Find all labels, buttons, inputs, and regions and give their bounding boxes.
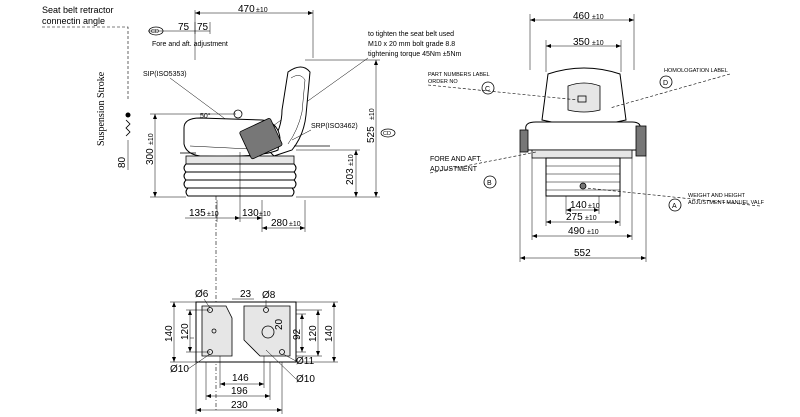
dim-280-tol: ±10 (289, 221, 301, 228)
belt-note-line1: to tighten the seat belt used (368, 31, 454, 38)
retractor-mechanism (239, 118, 283, 160)
belt-note-line2: M10 x 20 mm bolt grade 8.8 (368, 41, 455, 48)
backrest-panel (567, 82, 601, 113)
stroke-marker (125, 112, 131, 118)
dim-470: 470 (238, 4, 255, 15)
dim-140-front-tol: ±10 (588, 203, 600, 210)
dim-146: 146 (232, 373, 249, 384)
front-cushion (525, 121, 641, 151)
front-view: 460 ±10 350 ±10 PART NUMBERS LABEL ORDER… (427, 11, 765, 262)
base-slot-right (243, 305, 291, 357)
dim-130: 130 (242, 208, 259, 219)
dim-350-tol: ±10 (592, 40, 604, 47)
dim-460-tol: ±10 (592, 14, 604, 21)
dim-230: 230 (231, 400, 248, 411)
dim-phi10-right: Ø10 (296, 374, 315, 385)
marker-a: A (668, 198, 682, 212)
dim-140-right: 140 (324, 325, 335, 342)
dim-196: 196 (231, 386, 248, 397)
angle-label: 50° (200, 112, 211, 120)
srp-label: SRP(ISO3462) (311, 123, 358, 130)
marker-c: C (481, 81, 495, 95)
belt-note-line3: tightening torque 45Nm ±5Nm (368, 51, 462, 58)
dim-phi8: Ø8 (262, 290, 276, 301)
retractor-leader (42, 26, 129, 100)
fore-aft-label: Fore and aft. adjustment (152, 41, 228, 48)
fore-aft-front-2: ADJUSTMENT (430, 166, 478, 173)
part-numbers-label-2: ORDER NO (428, 79, 458, 85)
dim-92: 92 (292, 328, 303, 340)
dim-525-tol: ±10 (369, 108, 376, 120)
dim-phi11: Ø11 (296, 356, 315, 367)
cd-badge-right: CD (380, 128, 396, 138)
dim-135: 135 (189, 208, 206, 219)
side-view: Seat belt retractor connectin angle CD 7… (42, 4, 462, 232)
dim-460: 460 (573, 11, 590, 22)
dim-203: 203 (345, 168, 356, 185)
weight-height-label-1: WEIGHT AND HEIGHT (688, 193, 746, 199)
dim-470-tol: ±10 (256, 7, 268, 14)
right-armrest-block (635, 125, 647, 157)
dim-525: 525 (366, 126, 377, 143)
dim-300-tol: ±10 (148, 133, 155, 145)
dim-490: 490 (568, 226, 585, 237)
dim-490-tol: ±10 (587, 229, 599, 236)
fore-aft-front-1: FORE AND AFT. (430, 156, 482, 163)
front-top-plate (531, 149, 633, 159)
marker-d: D (659, 75, 673, 89)
svg-text:A: A (672, 203, 677, 210)
dim-203-tol: ±10 (348, 154, 355, 166)
dim-140-base: 140 (164, 325, 175, 342)
svg-text:C: C (485, 86, 490, 93)
base-slot-left (201, 305, 233, 357)
dim-phi6: Ø6 (195, 289, 209, 300)
dim-75-b: 75 (197, 22, 209, 33)
retractor-label-line1: Seat belt retractor (42, 5, 114, 15)
dim-350: 350 (573, 37, 590, 48)
dim-120-left: 120 (180, 323, 191, 340)
base-view: Ø6 23 Ø8 140 120 20 92 120 140 Ø10 Ø11 (164, 196, 338, 414)
sip-label: SIP(ISO5353) (143, 71, 187, 78)
dim-135-tol: ±10 (207, 211, 219, 218)
marker-b: B (483, 175, 497, 189)
center-hole (261, 325, 275, 339)
retractor-label-line2: connectin angle (42, 16, 105, 26)
dim-phi10-left: Ø10 (170, 364, 189, 375)
dim-552: 552 (574, 248, 591, 259)
dim-275-tol: ±10 (585, 215, 597, 222)
dim-275: 275 (566, 212, 583, 223)
svg-text:CD: CD (383, 131, 391, 137)
dim-300: 300 (145, 148, 156, 165)
dim-120-right: 120 (308, 325, 319, 342)
dim-23: 23 (240, 289, 252, 300)
dim-20: 20 (274, 318, 285, 330)
dim-130-tol: ±10 (259, 211, 271, 218)
homologation-label: HOMOLOGATION LABEL (664, 68, 728, 74)
dim-75-a: 75 (178, 22, 190, 33)
dim-140-front: 140 (570, 200, 587, 211)
svg-text:D: D (663, 80, 668, 87)
left-armrest-block (519, 129, 529, 153)
suspension-stroke-label: Suspension Stroke (96, 71, 107, 146)
part-numbers-label-1: PART NUMBERS LABEL (428, 72, 490, 78)
svg-text:CD: CD (151, 29, 159, 35)
valve-knob (579, 182, 587, 190)
svg-text:B: B (487, 180, 492, 187)
spring-icon (125, 119, 131, 137)
dim-80: 80 (117, 156, 128, 168)
weight-height-label-2: ADJUSTMENT MANUEL VALF (688, 200, 765, 206)
dim-280: 280 (271, 218, 288, 229)
